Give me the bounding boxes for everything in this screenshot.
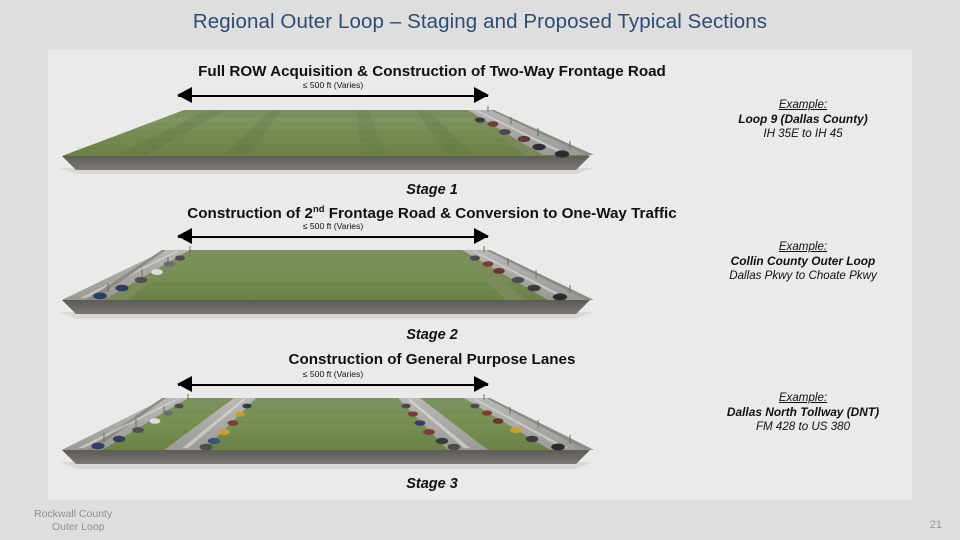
stage-3-heading-text: Construction of General Purpose Lanes <box>288 351 576 368</box>
stage-2-heading-superscript: nd <box>313 203 325 214</box>
page-number: 21 <box>929 519 942 531</box>
stage-block-1: Full ROW Acquisition & Construction of T… <box>48 56 912 198</box>
stage-1-example-name: Loop 9 (Dallas County) <box>738 112 868 126</box>
stage-3-heading: Construction of General Purpose Lanes <box>82 351 782 368</box>
stage-2-example-limits: Dallas Pkwy to Choate Pkwy <box>729 269 877 282</box>
stage-2-heading-text-cont: Frontage Road & Conversion to One-Way Tr… <box>324 205 677 223</box>
stage-3-example-name: Dallas North Tollway (DNT) <box>726 405 880 419</box>
stage-1-dimension-label: ≤ 500 ft (Varies) <box>302 80 364 90</box>
stage-1-heading: Full ROW Acquisition & Construction of T… <box>82 63 782 80</box>
stage-3-example-label: Example: <box>778 391 828 404</box>
stage-3-caption: Stage 3 <box>406 476 458 492</box>
arrow-left-icon <box>177 228 192 244</box>
stage-3-dimension: ≤ 500 ft (Varies) <box>177 369 489 393</box>
arrow-left-icon <box>177 376 192 392</box>
stage-1-example: Example: Loop 9 (Dallas County) IH 35E t… <box>688 98 918 140</box>
stage-3-dimension-label: ≤ 500 ft (Varies) <box>302 369 364 379</box>
stage-2-caption: Stage 2 <box>406 327 458 343</box>
stage-block-3: Construction of General Purpose Lanes ≤ … <box>48 347 912 497</box>
stage-1-section-render <box>56 98 596 180</box>
stage-2-example-label: Example: <box>778 240 828 253</box>
stage-block-2: Construction of 2nd Frontage Road & Conv… <box>48 200 912 345</box>
arrow-right-icon <box>474 87 489 103</box>
stage-2-heading: Construction of 2nd Frontage Road & Conv… <box>82 203 782 222</box>
arrow-right-icon <box>474 376 489 392</box>
stage-1-heading-text: Full ROW Acquisition & Construction of T… <box>198 63 666 80</box>
stage-1-dimension: ≤ 500 ft (Varies) <box>177 80 489 104</box>
footer-line-2: Outer Loop <box>52 521 105 533</box>
content-panel: Full ROW Acquisition & Construction of T… <box>48 50 912 500</box>
footer-branding: Rockwall County Outer Loop <box>34 508 112 534</box>
dimension-line-icon <box>178 384 488 386</box>
dimension-line-icon <box>178 95 488 97</box>
page-title: Regional Outer Loop – Staging and Propos… <box>192 10 768 33</box>
stage-3-example: Example: Dallas North Tollway (DNT) FM 4… <box>688 391 918 433</box>
stage-1-example-limits: IH 35E to IH 45 <box>763 127 843 140</box>
stage-2-dimension-label: ≤ 500 ft (Varies) <box>302 221 364 231</box>
stage-2-dimension: ≤ 500 ft (Varies) <box>177 221 489 245</box>
dimension-line-icon <box>178 236 488 238</box>
arrow-left-icon <box>177 87 192 103</box>
stage-1-caption: Stage 1 <box>406 182 458 198</box>
stage-2-example-name: Collin County Outer Loop <box>730 254 876 268</box>
arrow-right-icon <box>474 228 489 244</box>
stage-3-example-limits: FM 428 to US 380 <box>755 420 851 433</box>
stage-2-section-render <box>56 240 596 326</box>
footer-bar <box>0 502 960 540</box>
stage-2-example: Example: Collin County Outer Loop Dallas… <box>688 240 918 282</box>
footer-line-1: Rockwall County <box>34 508 113 520</box>
stage-2-heading-text: Construction of 2 <box>187 205 314 223</box>
stage-1-example-label: Example: <box>778 98 828 111</box>
stage-3-section-render <box>56 388 596 476</box>
